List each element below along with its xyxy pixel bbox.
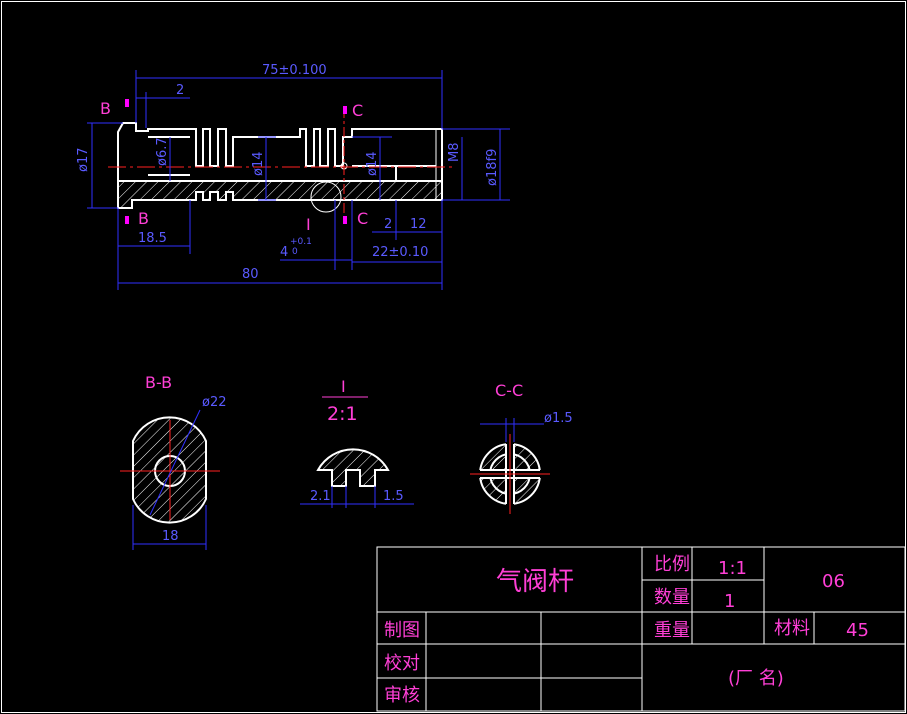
title-block-grid — [376, 546, 906, 712]
dim-overall-top: 75±0.100 — [262, 63, 327, 78]
title-qty-label: 数量 — [654, 587, 690, 608]
section-c-c: C-C ø1.5 — [470, 381, 573, 514]
section-b-b: B-B ø22 18 — [120, 373, 227, 550]
dim-dia-mid: ø14 — [251, 152, 266, 177]
label-b-bottom: B — [138, 209, 149, 228]
dim-dia-left: ø17 — [76, 148, 91, 173]
section-bb-dia-leader — [149, 409, 201, 516]
dim-right-12: 12 — [410, 217, 427, 232]
title-block: 气阀杆 比例 1:1 数量 1 06 重量 材料 45 制图 校对 审核 (厂 … — [376, 546, 906, 712]
title-material-label: 材料 — [774, 618, 810, 639]
title-approved-label: 审核 — [384, 685, 420, 706]
dim-top-left-offset: 2 — [176, 83, 184, 98]
dim-dia-inner: ø6.7 — [155, 137, 170, 166]
title-weight-label: 重量 — [654, 620, 690, 641]
detail-outline — [316, 448, 390, 487]
dim-groove-tol: +0.1 — [290, 237, 312, 247]
main-dimension-lines — [87, 70, 510, 290]
label-detail-i: I — [306, 215, 311, 234]
dim-left-bottom: 18.5 — [138, 231, 167, 246]
section-bb-width: 18 — [162, 529, 179, 544]
detail-dim-right: 1.5 — [383, 489, 404, 504]
marker-c-bottom — [343, 216, 347, 224]
detail-dim-left: 2.1 — [310, 489, 331, 504]
dim-groove: 4 — [280, 245, 288, 260]
section-bb-dia: ø22 — [202, 395, 227, 410]
dim-groove-tol-2: 0 — [292, 247, 298, 257]
title-drawing-no: 06 — [822, 571, 845, 592]
dim-thread: M8 — [447, 143, 462, 163]
label-b-top: B — [100, 99, 111, 118]
main-section-hatch — [118, 181, 442, 208]
main-view: 75±0.100 2 ø17 ø6.7 ø14 ø14 M8 ø18f9 18.… — [76, 63, 510, 290]
marker-c-top — [343, 106, 347, 114]
dim-right-22: 22±0.10 — [372, 245, 428, 260]
detail-view-i: I 2:1 2.1 1.5 — [300, 377, 414, 508]
main-outline — [117, 122, 443, 209]
dim-dia-right: ø18f9 — [485, 149, 500, 186]
section-cc-dia: ø1.5 — [544, 411, 573, 426]
marker-b-bottom — [125, 216, 129, 224]
title-material-value: 45 — [846, 620, 869, 641]
title-part-name: 气阀杆 — [496, 567, 574, 597]
label-c-bottom: C — [357, 209, 368, 228]
label-c-top: C — [352, 101, 363, 120]
dim-overall-bottom: 80 — [242, 267, 259, 282]
detail-scale: 2:1 — [327, 403, 358, 425]
dim-right-small: 2 — [384, 217, 392, 232]
dim-dia-mid-2: ø14 — [365, 152, 380, 177]
title-scale-value: 1:1 — [718, 558, 747, 579]
section-bb-title: B-B — [145, 373, 172, 392]
section-bb-outline — [132, 416, 207, 524]
title-checked-label: 校对 — [384, 653, 420, 674]
section-cc-title: C-C — [495, 381, 523, 400]
title-factory: (厂 名) — [728, 668, 784, 689]
title-scale-label: 比例 — [654, 554, 690, 575]
title-drawn-label: 制图 — [384, 620, 420, 641]
detail-title: I — [341, 377, 346, 396]
title-qty-value: 1 — [724, 591, 735, 612]
detail-circle — [310, 181, 342, 213]
detail-hatch — [318, 449, 388, 486]
marker-b-top — [125, 99, 129, 107]
